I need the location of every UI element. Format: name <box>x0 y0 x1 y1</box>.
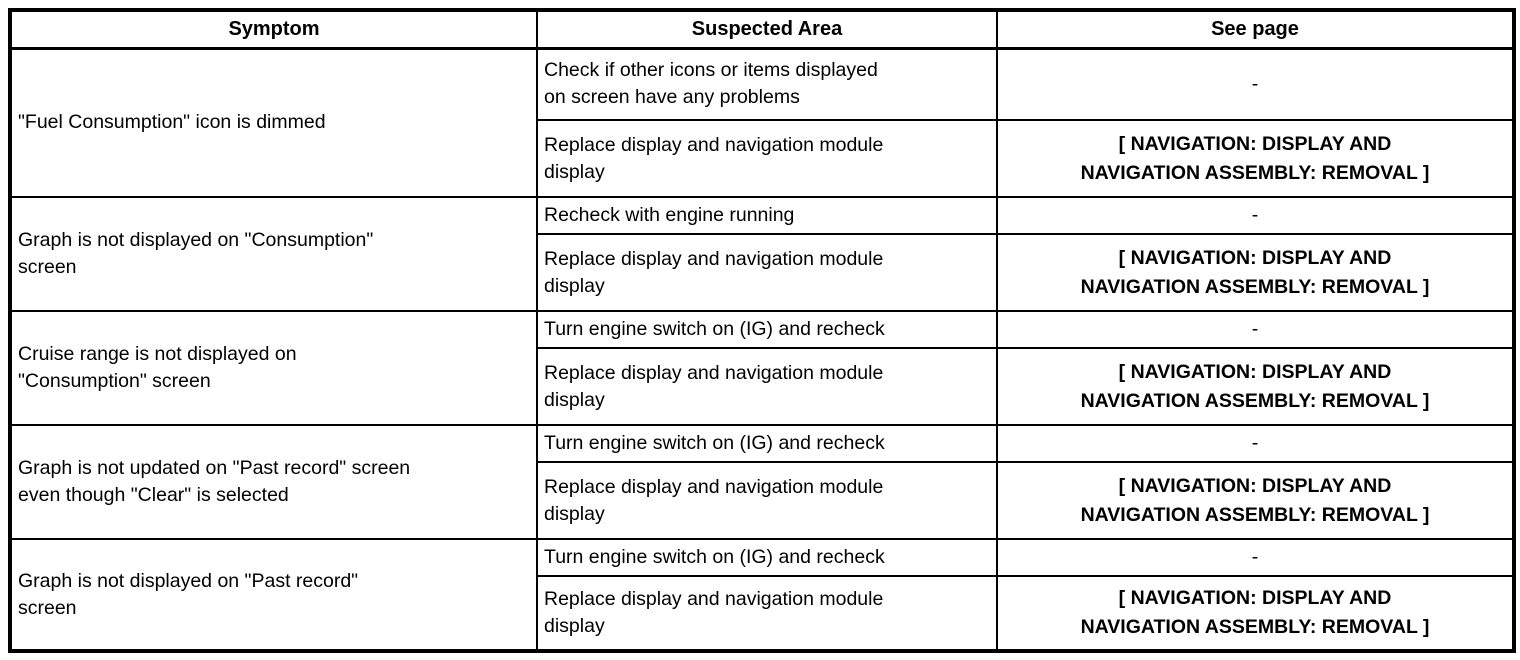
troubleshooting-table: Symptom Suspected Area See page "Fuel Co… <box>8 8 1516 653</box>
table-row: Graph is not updated on "Past record" sc… <box>9 424 1515 540</box>
see-page-cell: - <box>996 196 1515 235</box>
see-page-cell: - <box>996 424 1515 463</box>
table-row: Replace display and navigation module di… <box>10 347 1515 426</box>
see-page-cell: [ NAVIGATION: DISPLAY AND NAVIGATION ASS… <box>996 233 1515 312</box>
table-row: Replace display and navigation module di… <box>10 461 1515 540</box>
symptom-cell: "Fuel Consumption" icon is dimmed <box>9 47 538 198</box>
suspected-area-cell: Replace display and navigation module di… <box>536 461 998 540</box>
suspected-area-cell: Turn engine switch on (IG) and recheck <box>536 424 998 463</box>
col-header-see-page: See page <box>996 9 1515 50</box>
col-header-suspected-area: Suspected Area <box>536 9 998 50</box>
suspected-area-cell: Replace display and navigation module di… <box>536 119 998 198</box>
table-row: Graph is not displayed on "Past record" … <box>9 538 1515 652</box>
suspected-area-cell: Check if other icons or items displayed … <box>536 47 998 121</box>
see-page-cell: - <box>996 47 1515 121</box>
table-row: Replace display and navigation module di… <box>10 233 1515 312</box>
suspected-area-cell: Replace display and navigation module di… <box>536 233 998 312</box>
see-page-cell: [ NAVIGATION: DISPLAY AND NAVIGATION ASS… <box>996 575 1515 652</box>
see-page-cell: - <box>996 538 1515 577</box>
table-row: Cruise range is not displayed on "Consum… <box>9 310 1515 426</box>
see-page-cell: [ NAVIGATION: DISPLAY AND NAVIGATION ASS… <box>996 347 1515 426</box>
symptom-cell: Graph is not displayed on "Past record" … <box>9 538 538 652</box>
suspected-area-cell: Replace display and navigation module di… <box>536 575 998 652</box>
suspected-area-cell: Recheck with engine running <box>536 196 998 235</box>
table-row: Graph is not displayed on "Consumption" … <box>9 196 1515 312</box>
see-page-cell: [ NAVIGATION: DISPLAY AND NAVIGATION ASS… <box>996 119 1515 198</box>
symptom-cell: Graph is not displayed on "Consumption" … <box>9 196 538 312</box>
table-row: "Fuel Consumption" icon is dimmed Check … <box>9 47 1515 198</box>
symptom-cell: Graph is not updated on "Past record" sc… <box>9 424 538 540</box>
table-row: Replace display and navigation module di… <box>10 575 1515 652</box>
symptom-cell: Cruise range is not displayed on "Consum… <box>9 310 538 426</box>
see-page-cell: [ NAVIGATION: DISPLAY AND NAVIGATION ASS… <box>996 461 1515 540</box>
col-header-symptom: Symptom <box>9 9 538 50</box>
table-row: Replace display and navigation module di… <box>10 119 1515 198</box>
suspected-area-cell: Replace display and navigation module di… <box>536 347 998 426</box>
suspected-area-cell: Turn engine switch on (IG) and recheck <box>536 310 998 349</box>
see-page-cell: - <box>996 310 1515 349</box>
suspected-area-cell: Turn engine switch on (IG) and recheck <box>536 538 998 577</box>
header-row: Symptom Suspected Area See page <box>9 9 1515 50</box>
